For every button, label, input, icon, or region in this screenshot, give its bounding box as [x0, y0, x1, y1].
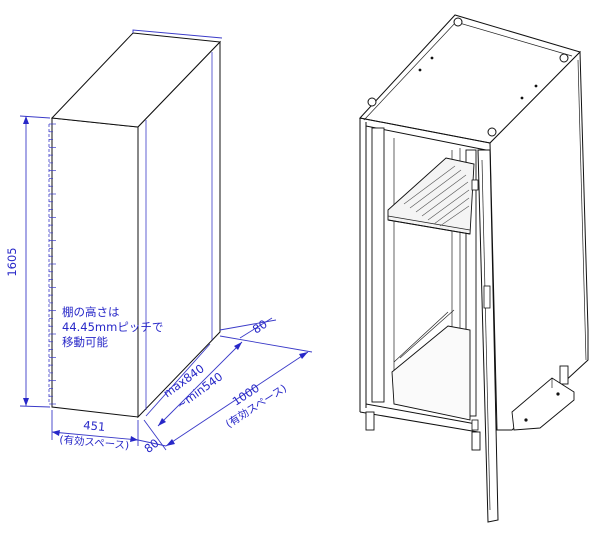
shelf-note-line2: 44.45mmピッチで [62, 320, 163, 334]
shelf-note-line3: 移動可能 [62, 335, 108, 349]
width-note: (有効スペース) [59, 433, 130, 452]
height-label: 1605 [5, 247, 19, 276]
offset-bottom-label: 80 [141, 436, 161, 456]
offset-top: 80 [219, 317, 277, 339]
effective-space-box [50, 29, 223, 419]
width-value: 451 [83, 418, 106, 434]
width-dimension: 451 (有効スペース) [51, 410, 139, 452]
offset-bottom: 80 [137, 436, 167, 456]
shelf-note: 棚の高さは 44.45mmピッチで 移動可能 [62, 305, 163, 349]
offset-top-label: 80 [250, 317, 270, 337]
pitch-ruler [48, 123, 56, 405]
shelf-note-line1: 棚の高さは [62, 305, 120, 319]
rack-cabinet-drawing [359, 14, 589, 523]
height-dimension: 1605 [5, 115, 51, 408]
